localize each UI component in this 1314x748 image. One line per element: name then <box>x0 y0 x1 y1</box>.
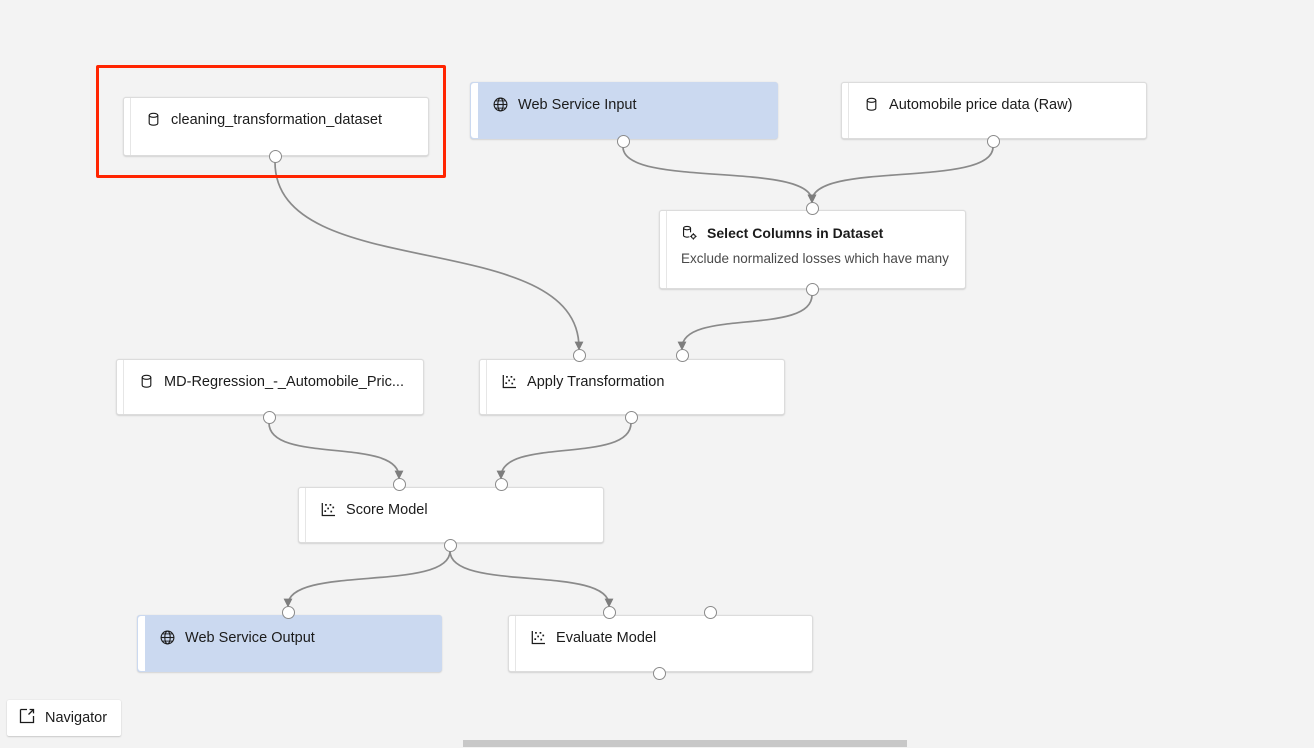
node-body: Automobile price data (Raw) <box>849 83 1146 138</box>
node-title-row: Select Columns in Dataset <box>681 224 953 241</box>
globe-icon <box>159 629 176 646</box>
navigator-button[interactable]: Navigator <box>7 700 122 736</box>
scatter-chart-icon <box>530 629 547 646</box>
node-title-row: Web Service Input <box>492 96 765 113</box>
input-port-score-model-0[interactable] <box>392 477 406 491</box>
node-title: Score Model <box>346 501 428 518</box>
node-title-row: Score Model <box>320 501 591 518</box>
node-accent-strip <box>509 616 516 671</box>
scatter-chart-icon <box>501 373 518 390</box>
node-accent-strip <box>471 83 478 138</box>
node-title: Select Columns in Dataset <box>707 224 884 241</box>
node-cleaning-transformation-dataset[interactable]: cleaning_transformation_dataset <box>123 97 429 156</box>
node-title-row: MD-Regression_-_Automobile_Pric... <box>138 373 411 390</box>
node-title-row: Automobile price data (Raw) <box>863 96 1134 113</box>
node-title: MD-Regression_-_Automobile_Pric... <box>164 373 405 390</box>
horizontal-scrollbar-thumb[interactable] <box>463 740 907 747</box>
node-body: Apply Transformation <box>487 360 784 414</box>
database-icon <box>138 373 155 390</box>
node-evaluate-model[interactable]: Evaluate Model <box>508 615 813 672</box>
node-body: cleaning_transformation_dataset <box>131 98 428 155</box>
node-md-regression-automobile-price[interactable]: MD-Regression_-_Automobile_Pric... <box>116 359 424 415</box>
database-icon <box>863 96 880 113</box>
node-subtitle: Exclude normalized losses which have man… <box>681 251 949 266</box>
node-score-model[interactable]: Score Model <box>298 487 604 543</box>
input-port-select-columns-in-dataset-0[interactable] <box>805 201 819 215</box>
output-port-automobile-price-data-raw-0[interactable] <box>986 134 1000 148</box>
node-title: cleaning_transformation_dataset <box>171 111 383 128</box>
edge-md-regression-automobile-price-to-score-model <box>268 422 404 480</box>
node-accent-strip <box>124 98 131 155</box>
input-port-apply-transformation-1[interactable] <box>675 348 689 362</box>
edge-score-model-to-evaluate-model <box>449 550 614 608</box>
input-port-apply-transformation-0[interactable] <box>572 348 586 362</box>
input-port-evaluate-model-1[interactable] <box>703 605 717 619</box>
node-automobile-price-data-raw[interactable]: Automobile price data (Raw) <box>841 82 1147 139</box>
node-title: Evaluate Model <box>556 629 657 646</box>
output-port-score-model-0[interactable] <box>443 538 457 552</box>
node-body: Score Model <box>306 488 603 542</box>
select-columns-icon <box>681 224 698 241</box>
input-port-score-model-1[interactable] <box>494 477 508 491</box>
input-port-web-service-output-0[interactable] <box>281 605 295 619</box>
node-title: Web Service Output <box>185 629 315 646</box>
node-accent-strip <box>299 488 306 542</box>
node-web-service-output[interactable]: Web Service Output <box>137 615 442 672</box>
node-title: Apply Transformation <box>527 373 665 390</box>
edge-web-service-input-to-select-columns-in-dataset <box>622 146 817 204</box>
output-port-cleaning-transformation-dataset-0[interactable] <box>268 149 282 163</box>
globe-icon <box>492 96 509 113</box>
edge-score-model-to-web-service-output <box>283 550 451 608</box>
node-accent-strip <box>842 83 849 138</box>
node-title-row: Apply Transformation <box>501 373 772 390</box>
node-accent-strip <box>480 360 487 414</box>
node-accent-strip <box>660 211 667 288</box>
edge-select-columns-in-dataset-to-apply-transformation <box>677 294 813 351</box>
database-icon <box>145 111 162 128</box>
node-title-row: Web Service Output <box>159 629 429 646</box>
node-apply-transformation[interactable]: Apply Transformation <box>479 359 785 415</box>
scatter-chart-icon <box>320 501 337 518</box>
node-title-row: Evaluate Model <box>530 629 800 646</box>
node-accent-strip <box>138 616 145 671</box>
horizontal-scrollbar-track[interactable] <box>0 739 1314 748</box>
output-port-select-columns-in-dataset-0[interactable] <box>805 282 819 296</box>
expand-navigator-icon <box>18 707 36 730</box>
input-port-evaluate-model-0[interactable] <box>602 605 616 619</box>
edge-apply-transformation-to-score-model <box>496 422 632 480</box>
navigator-label: Navigator <box>45 710 108 726</box>
node-body: Web Service Output <box>145 616 441 671</box>
output-port-apply-transformation-0[interactable] <box>624 410 638 424</box>
node-title-row: cleaning_transformation_dataset <box>145 111 416 128</box>
output-port-md-regression-automobile-price-0[interactable] <box>262 410 276 424</box>
node-body: Web Service Input <box>478 83 777 138</box>
output-port-web-service-input-0[interactable] <box>616 134 630 148</box>
node-title: Automobile price data (Raw) <box>889 96 1073 113</box>
output-port-evaluate-model-0[interactable] <box>652 666 666 680</box>
node-title: Web Service Input <box>518 96 637 113</box>
node-web-service-input[interactable]: Web Service Input <box>470 82 778 139</box>
edge-cleaning-transformation-dataset-to-apply-transformation <box>274 161 584 351</box>
node-body: MD-Regression_-_Automobile_Pric... <box>124 360 423 414</box>
node-body: Evaluate Model <box>516 616 812 671</box>
node-accent-strip <box>117 360 124 414</box>
edge-automobile-price-data-raw-to-select-columns-in-dataset <box>807 146 994 204</box>
